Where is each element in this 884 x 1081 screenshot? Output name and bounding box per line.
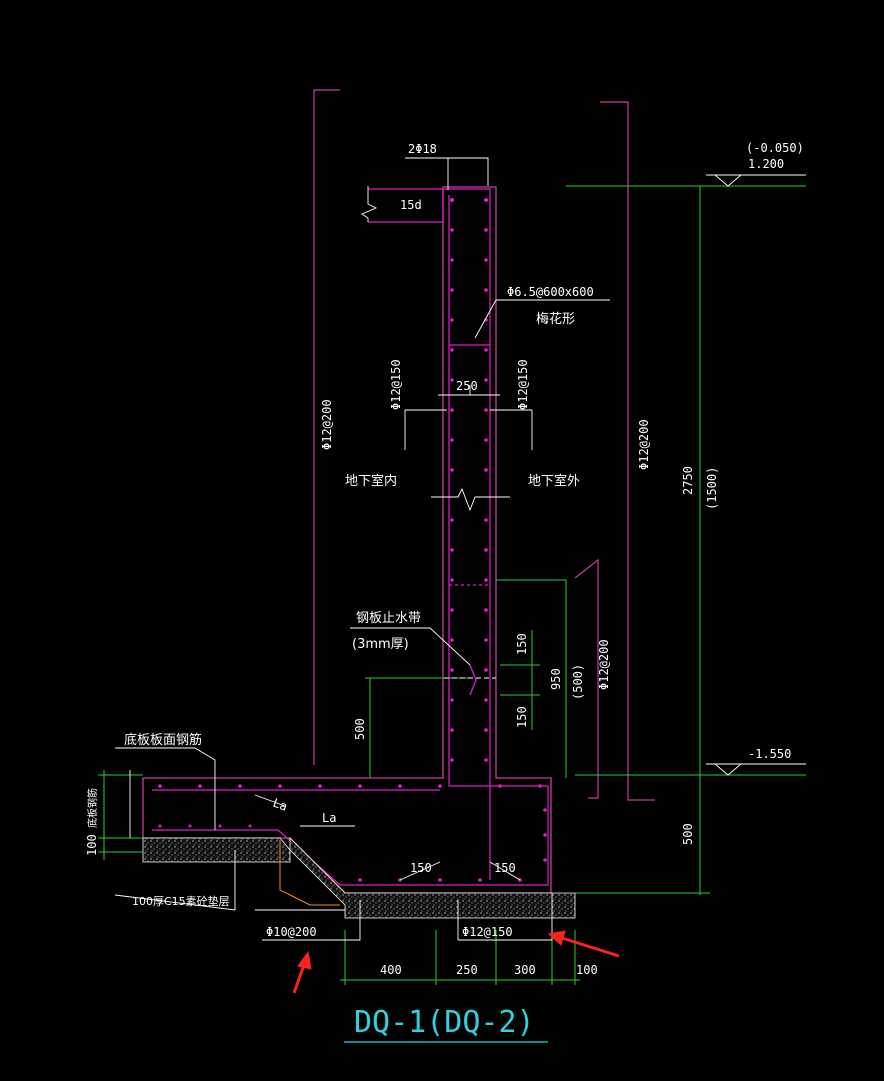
label-outer-vertical: Φ12@150 xyxy=(516,359,530,410)
dim-100-left: 100 xyxy=(85,834,99,856)
label-waterstop: 钢板止水带 xyxy=(356,611,421,626)
dim-150-b: 150 xyxy=(515,706,529,728)
label-right-long-bars: Φ12@200 xyxy=(637,419,651,470)
dim-400: 400 xyxy=(380,963,402,977)
wall-rebar xyxy=(152,188,549,886)
dim-100: 100 xyxy=(576,963,598,977)
dim-500-right: 500 xyxy=(681,823,695,845)
elev-bottom: -1.550 xyxy=(748,747,791,761)
dim-300: 300 xyxy=(514,963,536,977)
elev-top-paren: (-0.050) xyxy=(746,141,804,155)
label-slab-left: 底板钢筋 xyxy=(86,788,99,828)
dim-2750: 2750 xyxy=(681,466,695,495)
dim-500-left: 500 xyxy=(353,718,367,740)
lap-marks xyxy=(279,840,340,906)
dim-250: 250 xyxy=(456,963,478,977)
label-outer-side: 地下室外 xyxy=(528,473,580,489)
label-bottom-bars-left: Φ10@200 xyxy=(266,925,317,939)
label-left-long-bars: Φ12@200 xyxy=(320,399,334,450)
cushion-layer xyxy=(142,837,576,919)
annotation-arrow-left xyxy=(292,950,312,994)
label-anchorage: 15d xyxy=(400,198,422,212)
label-inner-side: 地下室内 xyxy=(345,473,397,489)
label-bottom-bars-right: Φ12@150 xyxy=(462,925,513,939)
label-tie-pattern: 梅花形 xyxy=(536,311,575,327)
dim-1500-paren: (1500) xyxy=(705,467,719,510)
dim-500-paren: (500) xyxy=(571,664,585,700)
label-lower-right-bars: Φ12@200 xyxy=(597,639,611,690)
drawing-title: DQ-1(DQ-2) xyxy=(354,1005,535,1040)
label-top-bars: 2Φ18 xyxy=(408,142,437,156)
label-cushion: 100厚C15素砼垫层 xyxy=(132,894,230,908)
elev-top: 1.200 xyxy=(748,157,784,171)
waterstop xyxy=(469,664,477,696)
dim-950: 950 xyxy=(549,668,563,690)
label-wall-thickness: 250 xyxy=(456,379,478,393)
label-tie-bars: Φ6.5@600x600 xyxy=(507,285,594,299)
dim-150-d: 150 xyxy=(494,861,516,875)
label-inner-vertical: Φ12@150 xyxy=(389,359,403,410)
label-slab-top-bars: 底板板面钢筋 xyxy=(124,732,202,748)
leader-lines xyxy=(114,157,806,941)
label-la-2: La xyxy=(322,811,336,825)
dim-150-c: 150 xyxy=(410,861,432,875)
rebar-dots xyxy=(158,198,547,882)
label-la-1: La xyxy=(271,796,289,814)
annotation-arrow-right xyxy=(547,930,620,958)
label-waterstop-thickness: (3mm厚) xyxy=(352,637,409,652)
rebar-schematic xyxy=(313,89,655,801)
dim-150-a: 150 xyxy=(515,633,529,655)
dimension-lines xyxy=(98,185,806,985)
